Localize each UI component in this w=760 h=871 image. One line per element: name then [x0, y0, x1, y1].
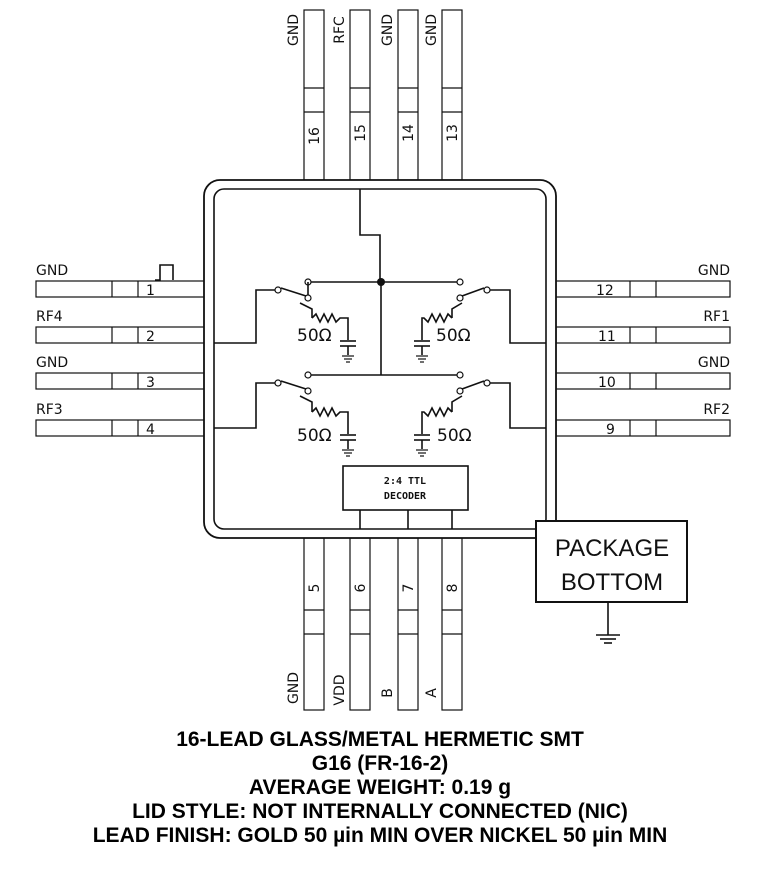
pin-7-number: 7	[401, 584, 417, 593]
pin-16-label: GND	[286, 14, 302, 46]
right-pins: 12 GND 11 RF1 10 GND 9 RF2	[555, 263, 731, 438]
resistor-label-ll: 50Ω	[297, 426, 332, 446]
top-pins: 16 GND 15 RFC 14 GND 13 GND	[286, 9, 463, 181]
caption-line-5: LEAD FINISH: GOLD 50 µin MIN OVER NICKEL…	[92, 824, 668, 847]
pin-6-label: VDD	[332, 674, 348, 705]
caption-line-2: G16 (FR-16-2)	[311, 752, 449, 775]
pin-5-label: GND	[286, 672, 302, 704]
package-body	[203, 179, 557, 539]
pin-15-number: 15	[353, 124, 369, 142]
pin-4-lead	[35, 419, 211, 437]
left-pins: 1 GND 2 RF4 3 GND 4 RF3	[35, 263, 211, 438]
pin-4-label: RF3	[36, 402, 63, 418]
package-bottom-line2: BOTTOM	[561, 569, 663, 596]
caption-line-3: AVERAGE WEIGHT: 0.19 g	[248, 776, 512, 799]
pin-9-number: 9	[606, 422, 615, 438]
pin-5-lead	[303, 537, 325, 711]
bottom-pins: 5 GND 6 VDD 7 B 8 A	[286, 537, 463, 711]
package-bottom-line1: PACKAGE	[555, 535, 669, 562]
pin-9-lead	[555, 419, 731, 437]
caption-line-1: 16-LEAD GLASS/METAL HERMETIC SMT	[176, 728, 584, 751]
pin-13-label: GND	[424, 14, 440, 46]
pin-3-number: 3	[146, 375, 155, 391]
rfc-trace	[359, 189, 381, 282]
decoder-line1: 2:4 TTL	[384, 476, 426, 487]
pin-10-label: GND	[698, 355, 730, 371]
pin-1-label: GND	[36, 263, 68, 279]
pin-2-lead	[35, 326, 211, 344]
decoder-line2: DECODER	[384, 491, 427, 502]
pin-9-label: RF2	[703, 402, 730, 418]
pin-1-lead	[35, 280, 211, 298]
caption-line-4: LID STYLE: NOT INTERNALLY CONNECTED (NIC…	[132, 800, 628, 823]
package-bottom-callout: PACKAGE BOTTOM	[535, 520, 688, 644]
pin-15-label: RFC	[332, 16, 348, 44]
pin-13-lead	[441, 9, 463, 181]
pin-6-lead	[349, 537, 371, 711]
pin-1-number: 1	[146, 283, 155, 299]
pin-13-number: 13	[445, 124, 461, 142]
pin-2-number: 2	[146, 329, 155, 345]
pin-11-label: RF1	[703, 309, 730, 325]
pin-10-number: 10	[598, 375, 616, 391]
pin-15-lead	[349, 9, 371, 181]
pin-10-lead	[555, 372, 731, 390]
pin-4-number: 4	[146, 422, 155, 438]
pin-16-lead	[303, 9, 325, 181]
pin-7-lead	[397, 537, 419, 711]
pin-14-label: GND	[380, 14, 396, 46]
resistor-label-lr: 50Ω	[437, 426, 472, 446]
pin-14-lead	[397, 9, 419, 181]
resistor-label-ul: 50Ω	[297, 326, 332, 346]
pin-8-lead	[441, 537, 463, 711]
pin-12-number: 12	[596, 283, 614, 299]
pin-8-number: 8	[445, 584, 461, 593]
ttl-decoder: 2:4 TTL DECODER	[342, 465, 469, 529]
pin-12-lead	[555, 280, 731, 298]
package-caption: 16-LEAD GLASS/METAL HERMETIC SMT G16 (FR…	[0, 728, 760, 848]
pin-1-tab	[155, 264, 174, 281]
pin-14-number: 14	[401, 124, 417, 142]
pin-3-label: GND	[36, 355, 68, 371]
pin-11-lead	[555, 326, 731, 344]
resistor-label-ur: 50Ω	[436, 326, 471, 346]
ground-icon	[596, 634, 620, 644]
pin-12-label: GND	[698, 263, 730, 279]
pin-5-number: 5	[307, 584, 323, 593]
switch-schematic: 50Ω 50Ω 50Ω	[214, 189, 546, 457]
pin-16-number: 16	[307, 127, 323, 145]
pin-3-lead	[35, 372, 211, 390]
pin-11-number: 11	[598, 329, 616, 345]
pin-7-label: B	[380, 688, 396, 698]
pin-6-number: 6	[353, 583, 369, 592]
pin-2-label: RF4	[36, 309, 63, 325]
pin-8-label: A	[424, 688, 440, 698]
